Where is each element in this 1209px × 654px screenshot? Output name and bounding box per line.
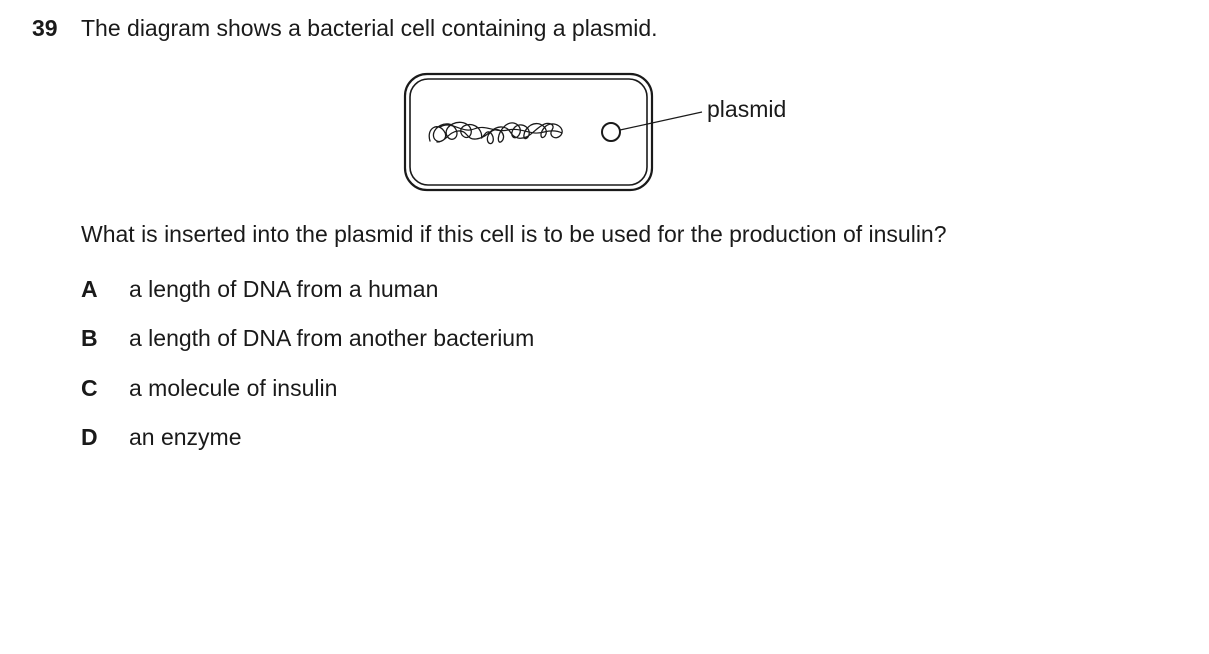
cell-wall-outer — [403, 72, 654, 192]
question-stem: The diagram shows a bacterial cell conta… — [81, 15, 658, 41]
option-text: an enzyme — [129, 424, 242, 450]
question-prompt: What is inserted into the plasmid if thi… — [81, 221, 947, 247]
question-number: 39 — [32, 15, 58, 41]
cell-membrane-inner — [409, 78, 648, 186]
plasmid-label: plasmid — [707, 96, 787, 122]
option-text: a length of DNA from another bacterium — [129, 325, 535, 351]
option-letter: B — [81, 325, 98, 351]
option-text: a molecule of insulin — [129, 375, 338, 401]
option-letter: D — [81, 424, 98, 450]
option-letter: C — [81, 375, 98, 401]
plasmid-circle — [601, 122, 621, 142]
chromosome-dna-loop — [439, 124, 563, 134]
option-letter: A — [81, 276, 98, 302]
option-text: a length of DNA from a human — [129, 276, 439, 302]
plasmid-leader-line — [619, 111, 703, 131]
chromosome-dna — [428, 121, 563, 145]
